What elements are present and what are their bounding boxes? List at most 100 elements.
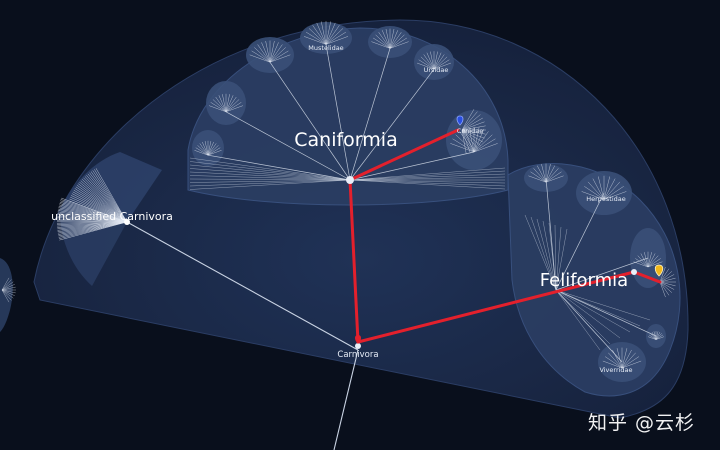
branch-line	[420, 56, 435, 70]
branch-line	[389, 32, 402, 49]
branch-line	[545, 175, 564, 183]
feliformia-label[interactable]: Feliformia	[540, 270, 628, 291]
branch-line	[621, 356, 640, 369]
branch-line	[257, 44, 271, 63]
branch-line	[640, 253, 649, 268]
branch-line	[461, 129, 486, 135]
branch-line	[418, 59, 435, 70]
caniformia-subclades	[192, 21, 502, 170]
branch-line	[433, 52, 442, 70]
branch-line	[305, 31, 327, 45]
ursidae-label[interactable]: Ursidae	[424, 66, 449, 74]
branch-line	[659, 268, 670, 283]
branch-line	[202, 141, 209, 156]
branch-line	[389, 28, 395, 49]
branch-line	[655, 331, 659, 340]
branch-line	[545, 165, 555, 183]
branch-line	[584, 186, 605, 200]
branch-line	[325, 31, 347, 45]
branch-line	[325, 25, 340, 45]
herpestidae-label[interactable]: Herpestidae	[586, 195, 626, 203]
branch-line	[430, 51, 435, 70]
branch-line	[1, 289, 14, 299]
branch-line	[325, 44, 351, 181]
branch-line	[659, 266, 666, 283]
branch-line	[349, 179, 506, 184]
unclassified-carnivora-label[interactable]: unclassified Carnivora	[51, 210, 173, 223]
branch-line	[349, 176, 506, 181]
branch-line	[316, 22, 327, 45]
branch-line	[81, 179, 128, 223]
canidae-pin[interactable]	[456, 115, 464, 126]
branch-line	[598, 176, 605, 200]
branch-line	[1, 286, 16, 291]
branch-line	[603, 191, 627, 200]
carnivora-pin[interactable]	[355, 335, 361, 344]
branch-line	[545, 171, 562, 183]
branch-line	[218, 95, 227, 112]
mustelidae-label[interactable]: Mustelidae	[308, 44, 343, 52]
branch-line	[603, 186, 624, 200]
branch-line	[325, 28, 344, 45]
branch-line	[533, 168, 547, 183]
caniformia-node[interactable]	[346, 176, 354, 184]
branch-line	[389, 41, 409, 49]
carnivora-node[interactable]	[355, 343, 361, 349]
branch-line	[189, 157, 351, 181]
branch-line	[70, 195, 128, 223]
unclassified-node[interactable]	[124, 219, 130, 225]
branch-line	[249, 54, 271, 63]
location-pin-icon	[456, 115, 464, 126]
branch-line	[528, 175, 547, 183]
viverridae-label[interactable]: Viverridae	[599, 366, 632, 374]
branch-line	[530, 171, 547, 183]
branch-line	[655, 336, 665, 340]
branch-line	[659, 281, 675, 290]
branch-line	[459, 131, 475, 153]
branch-line	[555, 257, 649, 291]
branch-line	[545, 164, 551, 183]
branch-line	[269, 54, 291, 63]
branch-line	[78, 183, 128, 223]
branch-line	[1, 277, 10, 291]
branch-line	[269, 41, 275, 63]
caniformia-label[interactable]: Caniformia	[294, 129, 397, 151]
branch-line	[349, 179, 506, 190]
feliformia-pin[interactable]	[654, 264, 664, 277]
branch-line	[269, 62, 351, 181]
branch-line	[89, 172, 128, 223]
canidae-label[interactable]: Canidae	[457, 127, 484, 135]
branch-line	[461, 129, 485, 139]
branch-line	[647, 253, 656, 268]
branch-line	[555, 226, 562, 291]
carnivora-label[interactable]: Carnivora	[337, 350, 378, 360]
branch-line	[555, 228, 568, 291]
branch-line	[225, 94, 230, 112]
branch-line	[325, 36, 349, 45]
branch-line	[86, 174, 128, 223]
branch-line	[473, 134, 493, 153]
branch-line	[74, 188, 128, 223]
branch-line	[647, 261, 663, 268]
feliformia-node[interactable]	[631, 269, 637, 275]
branch-line	[452, 138, 475, 153]
branch-line	[555, 289, 657, 337]
branch-line	[461, 129, 481, 146]
branch-line	[545, 168, 559, 183]
tree-branches	[189, 44, 676, 363]
branch-line	[659, 281, 666, 298]
branch-line	[189, 175, 351, 181]
branch-line	[541, 164, 547, 183]
branch-line	[651, 331, 657, 340]
branch-line	[207, 143, 217, 156]
branch-line	[423, 54, 435, 70]
branch-line	[207, 141, 214, 156]
branch-line	[1, 284, 15, 291]
branch-line	[433, 54, 445, 70]
branch-line	[536, 218, 557, 291]
branch-line	[647, 336, 657, 340]
branch-line	[207, 145, 219, 156]
branch-line	[349, 48, 391, 181]
